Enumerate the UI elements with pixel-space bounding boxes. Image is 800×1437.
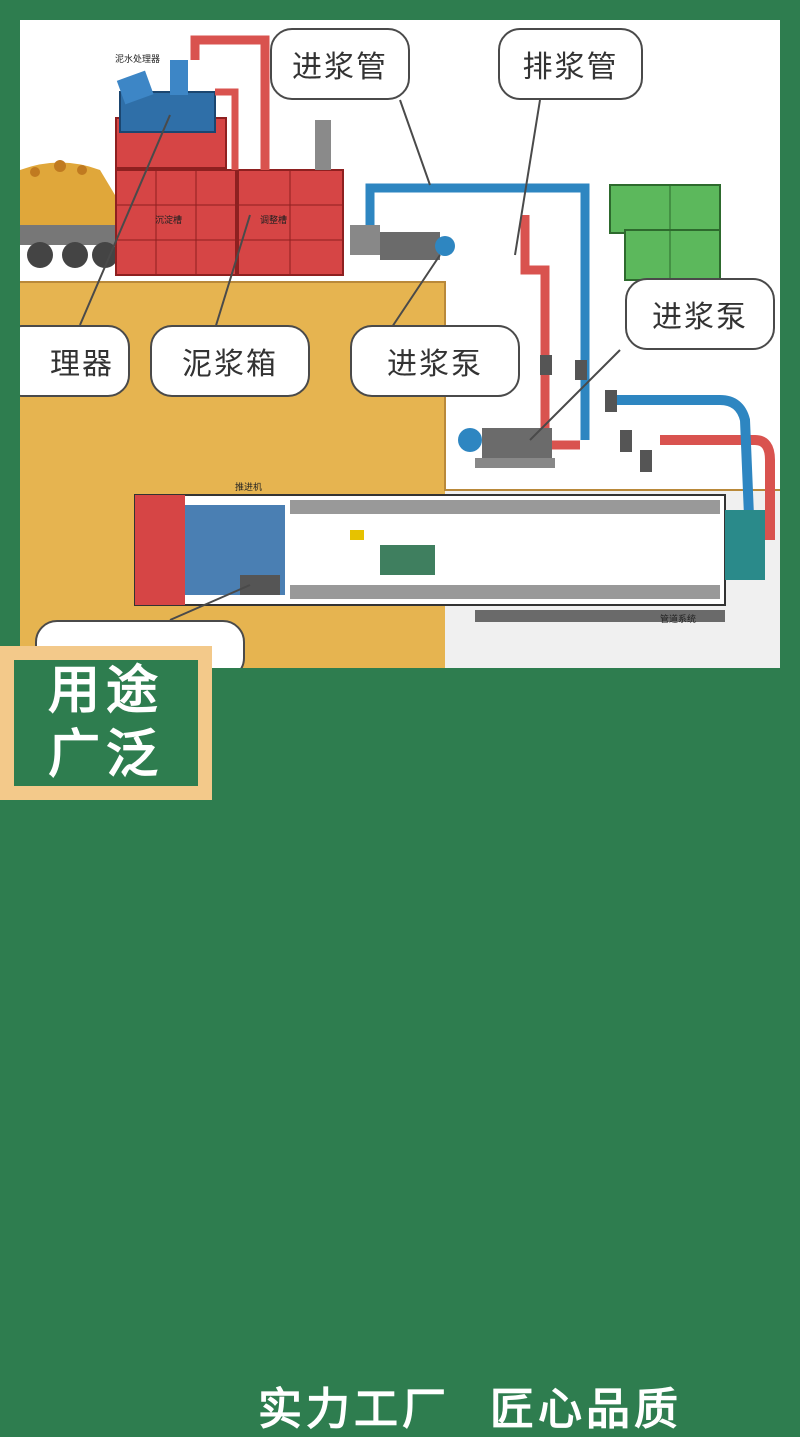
callout-mud-tank: 泥浆箱: [150, 325, 310, 397]
callout-feed-pump-right: 进浆泵: [625, 278, 775, 350]
tunnel-boring-machine: [134, 494, 765, 622]
slogan-part2: 匠心品质: [490, 1384, 682, 1435]
control-cabinet: [609, 184, 721, 281]
feed-pump-center: [350, 225, 455, 260]
dump-truck: [20, 160, 120, 268]
mud-processor-unit: [116, 60, 331, 170]
slogan-part1: 实力工厂: [258, 1384, 450, 1435]
diagram-area: 泥水处理器 沉淀槽 调整槽 推进机 管道系统 进浆管 排浆管 进浆泵 理器 泥浆…: [20, 20, 780, 668]
callout-feed-pump-center: 进浆泵: [350, 325, 520, 397]
callout-inlet-pipe: 进浆管: [270, 28, 410, 100]
adjustment-tank: [237, 169, 344, 276]
label-adjustment-tank: 调整槽: [260, 216, 288, 226]
label-mud-processor: 泥水处理器: [115, 55, 161, 65]
label-tbm: 推进机: [235, 483, 263, 493]
badge-line-1: 用途: [47, 661, 164, 721]
badge-line-2: 广泛: [47, 725, 164, 785]
feed-pump-right: [458, 428, 555, 468]
usage-badge: 用途 广泛: [0, 646, 212, 800]
callout-processor: 理器: [20, 325, 130, 397]
label-bottom: 管道系统: [660, 615, 697, 625]
usage-badge-inner: 用途 广泛: [14, 660, 198, 786]
label-sedimentation-tank: 沉淀槽: [155, 216, 183, 226]
slogan: 实力工厂匠心品质: [258, 1373, 682, 1437]
callout-outlet-pipe: 排浆管: [498, 28, 643, 100]
